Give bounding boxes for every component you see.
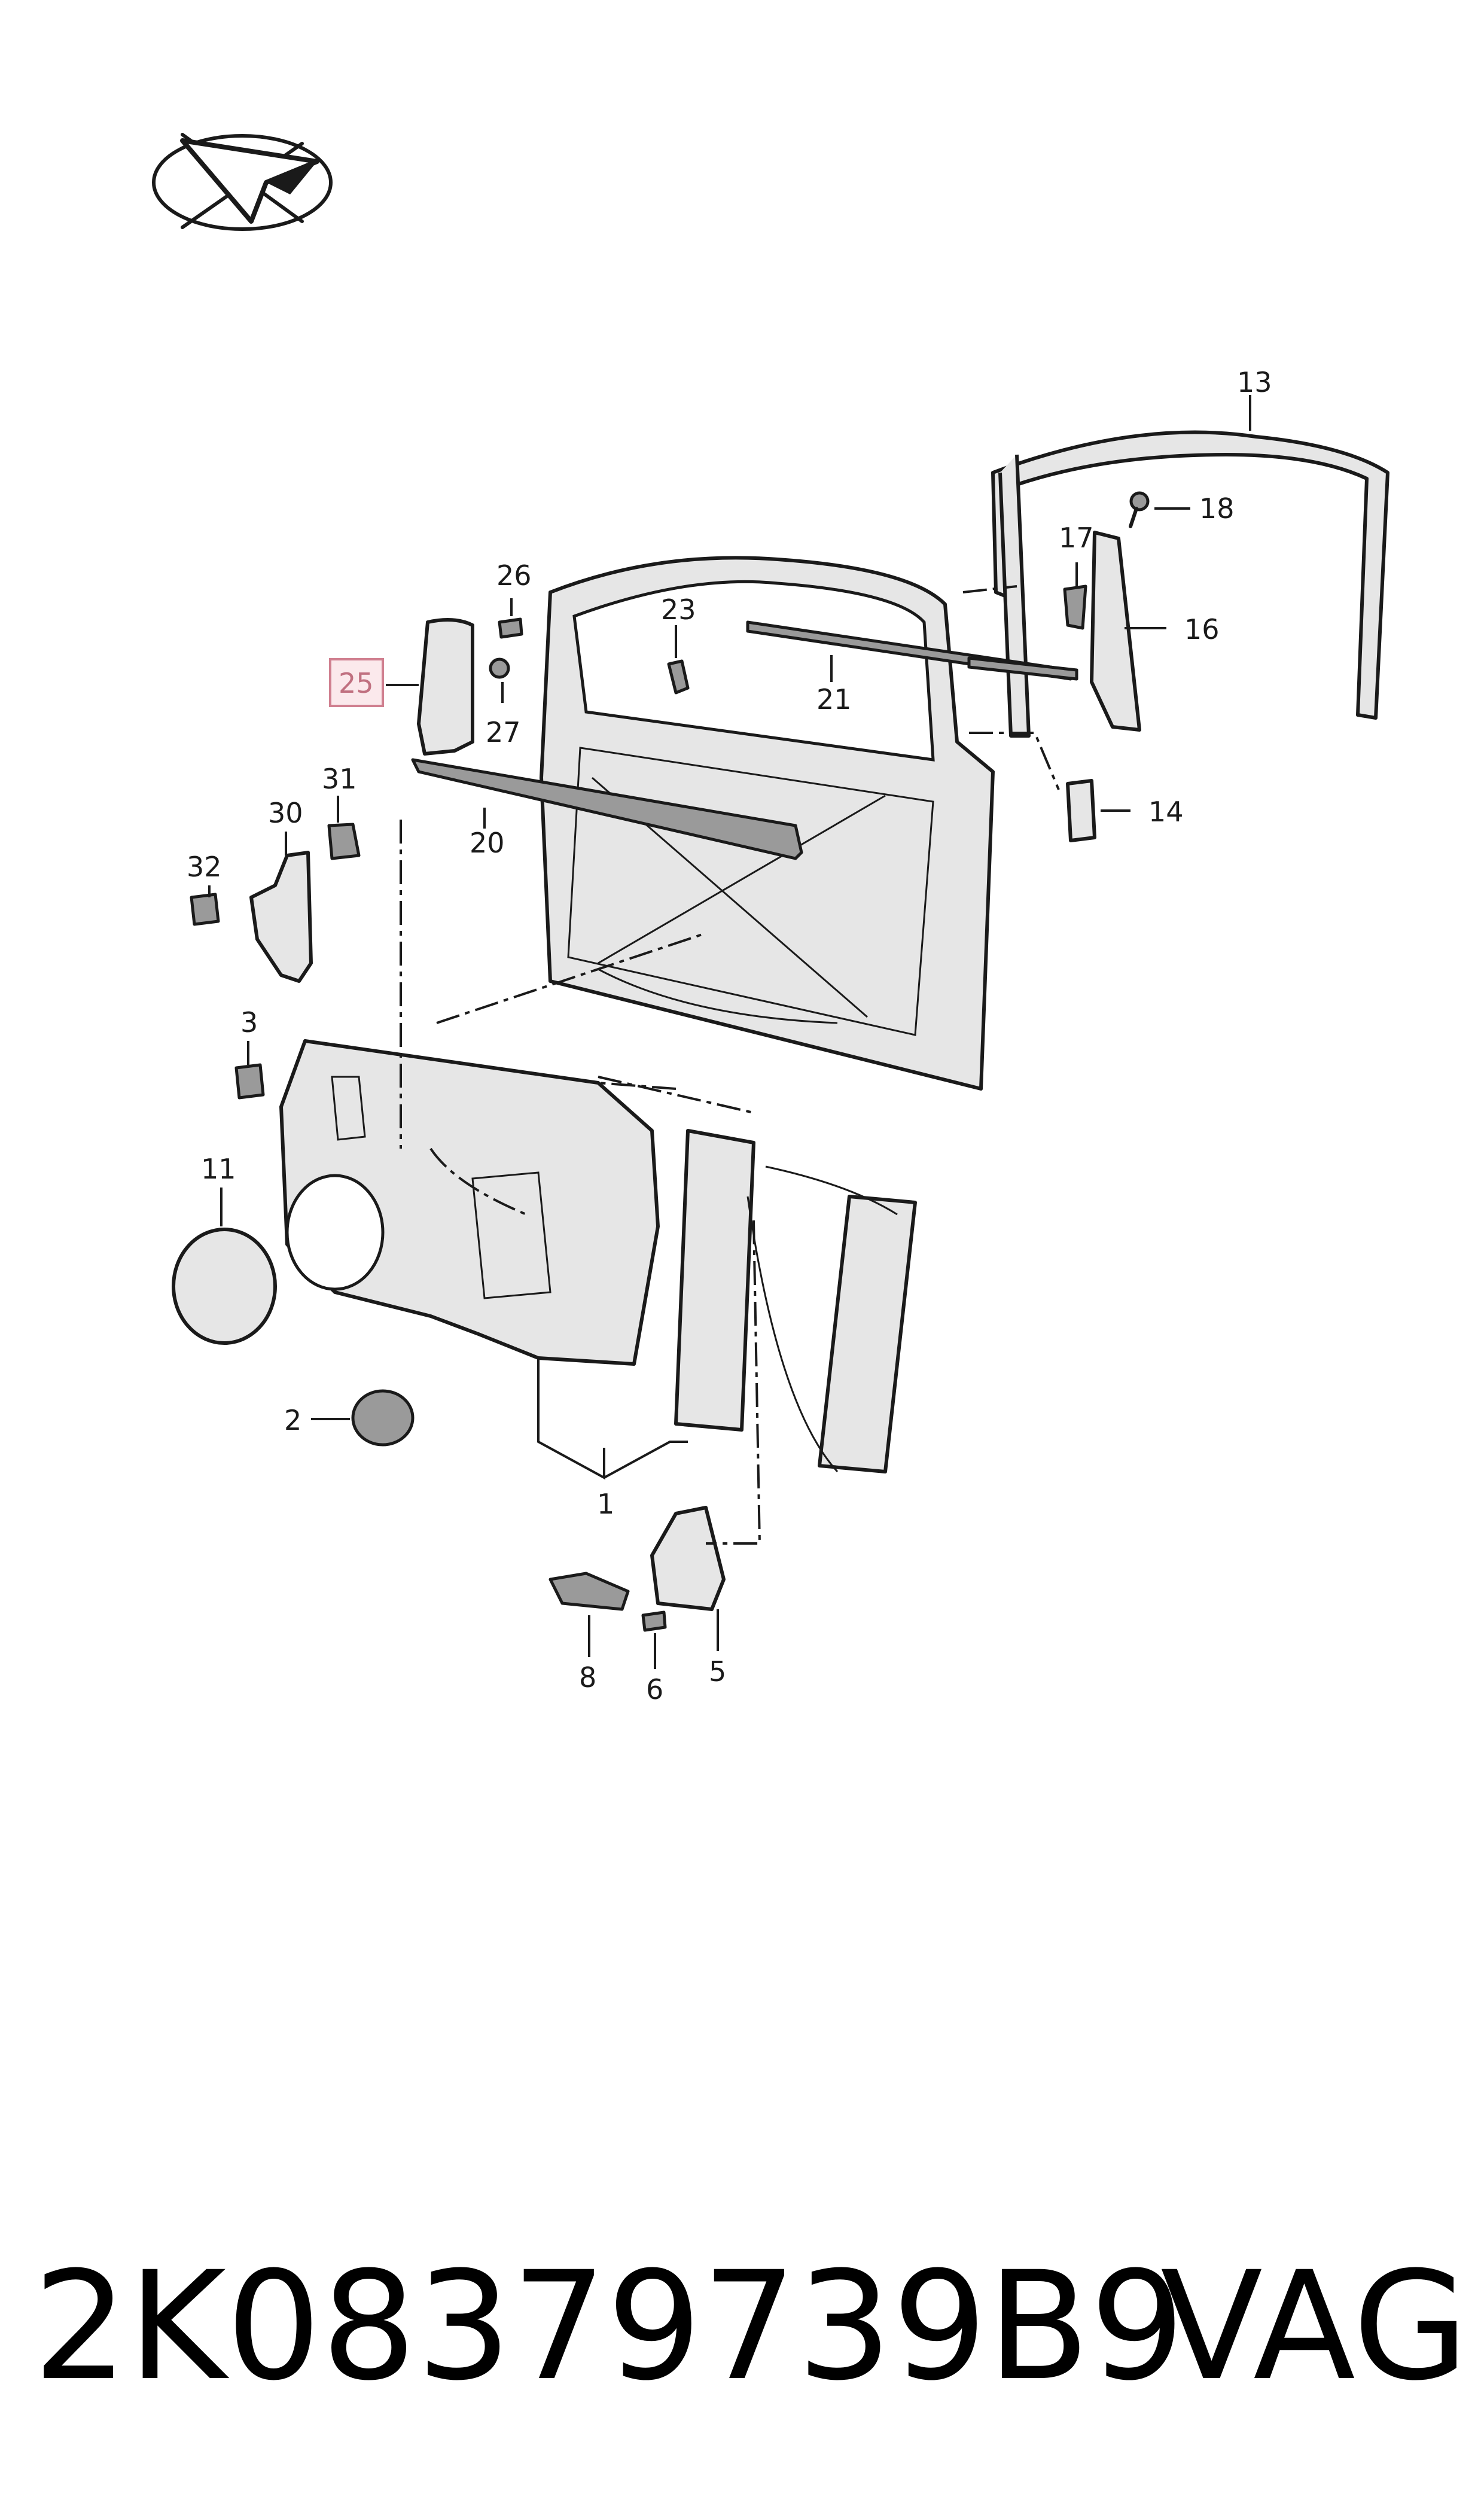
part-6-screw bbox=[641, 1610, 667, 1632]
callout-16: 16 bbox=[1184, 613, 1220, 646]
part-17-bracket bbox=[1063, 584, 1087, 630]
highlight-box-25 bbox=[329, 658, 384, 707]
part-31-bump-stop bbox=[327, 823, 361, 860]
callout-2: 2 bbox=[284, 1404, 301, 1436]
callout-8: 8 bbox=[579, 1661, 596, 1694]
callout-26: 26 bbox=[496, 559, 532, 592]
part-1-module-carrier bbox=[279, 1039, 660, 1366]
part-13-window-frame-seal bbox=[991, 430, 1389, 738]
part-11-cover-disc bbox=[172, 1228, 277, 1345]
callout-5: 5 bbox=[709, 1655, 726, 1688]
callout-3: 3 bbox=[240, 1006, 258, 1039]
assembly-lines bbox=[400, 585, 1060, 1545]
callout-1: 1 bbox=[597, 1488, 614, 1520]
part-8-crank-handle bbox=[548, 1572, 630, 1611]
callout-11: 11 bbox=[201, 1153, 236, 1185]
part-3-bolt bbox=[234, 1063, 265, 1100]
callout-30: 30 bbox=[268, 797, 303, 829]
callout-20: 20 bbox=[470, 827, 505, 859]
callout-21: 21 bbox=[816, 683, 852, 715]
window-regulator bbox=[674, 1129, 917, 1473]
callout-32: 32 bbox=[187, 851, 222, 883]
part-30-bracket bbox=[249, 851, 313, 983]
callout-labels: 13 18 17 16 14 21 20 23 25 26 27 30 31 3… bbox=[187, 366, 1272, 1706]
callout-27: 27 bbox=[486, 716, 521, 748]
outer-strip bbox=[967, 656, 1078, 681]
callout-13: 13 bbox=[1237, 366, 1272, 398]
callout-6: 6 bbox=[646, 1673, 663, 1706]
callout-18: 18 bbox=[1199, 492, 1235, 525]
callout-17: 17 bbox=[1059, 522, 1094, 554]
part-2-grommet bbox=[351, 1389, 415, 1447]
part-23-clip bbox=[667, 659, 690, 695]
part-20-outer-belt-seal bbox=[411, 758, 803, 860]
part-16-pillar-trim bbox=[1090, 531, 1141, 732]
part-27-nut bbox=[489, 657, 510, 679]
direction-arrow-icon bbox=[152, 133, 333, 231]
callout-14: 14 bbox=[1148, 796, 1184, 828]
part-number-caption: 2K08379739B9 bbox=[33, 2239, 1185, 2413]
part-5-motor-bracket bbox=[650, 1506, 726, 1611]
part-18-screw bbox=[1129, 491, 1150, 528]
brand-caption: VAG bbox=[1160, 2239, 1468, 2413]
part-32-bolt bbox=[190, 893, 220, 926]
part-14-cap bbox=[1066, 779, 1096, 842]
callout-25: 25 bbox=[339, 667, 374, 699]
callout-31: 31 bbox=[322, 763, 357, 795]
leader-lines bbox=[208, 395, 1251, 1669]
part-26-bolt bbox=[498, 617, 523, 639]
callout-23: 23 bbox=[661, 593, 696, 626]
part-25-mirror-trim bbox=[417, 618, 474, 756]
